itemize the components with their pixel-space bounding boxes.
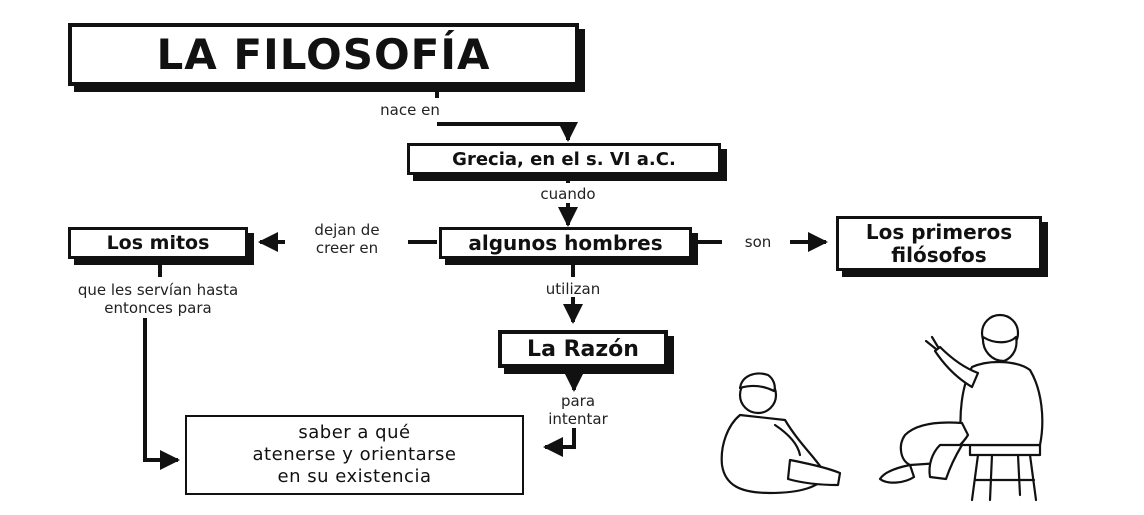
philosopher-teaching-child-icon <box>720 313 1044 502</box>
node-mitos-text: Los mitos <box>106 232 210 254</box>
label-mitos-line1: que les servían hasta <box>77 281 239 299</box>
label-para: para <box>560 392 596 410</box>
label-cuando: cuando <box>540 185 596 203</box>
node-primeros-line2: filósofos <box>891 242 987 267</box>
node-hombres-text: algunos hombres <box>468 231 663 255</box>
edge-intentar-arrow <box>543 428 576 457</box>
node-grecia: Grecia, en el s. VI a.C. <box>407 143 721 175</box>
node-saber-line1: saber a qué <box>298 422 411 443</box>
node-saber-line3: en su existencia <box>277 466 432 487</box>
label-dejan-line1: dejan de <box>314 221 380 239</box>
node-primeros: Los primeros filósofos <box>836 216 1042 271</box>
node-razon: La Razón <box>498 330 668 368</box>
node-razon-text: La Razón <box>527 336 639 362</box>
node-hombres: algunos hombres <box>439 227 692 259</box>
label-dejan-line2: creer en <box>315 239 379 257</box>
label-nace-en: nace en <box>380 101 440 119</box>
label-utilizan: utilizan <box>545 280 601 298</box>
node-title-text: LA FILOSOFÍA <box>156 30 491 79</box>
edge-mitos-arrow <box>143 318 180 470</box>
node-mitos: Los mitos <box>68 227 248 259</box>
label-son: son <box>744 233 772 251</box>
node-grecia-text: Grecia, en el s. VI a.C. <box>452 148 676 170</box>
label-intentar: intentar <box>548 410 608 428</box>
node-primeros-line1: Los primeros <box>865 219 1013 244</box>
node-title: LA FILOSOFÍA <box>68 23 579 86</box>
edge-nace-en-arrow <box>437 122 578 142</box>
node-saber: saber a qué atenerse y orientarse en su … <box>185 415 524 495</box>
label-mitos-line2: entonces para <box>104 299 212 317</box>
node-saber-line2: atenerse y orientarse <box>252 444 457 465</box>
